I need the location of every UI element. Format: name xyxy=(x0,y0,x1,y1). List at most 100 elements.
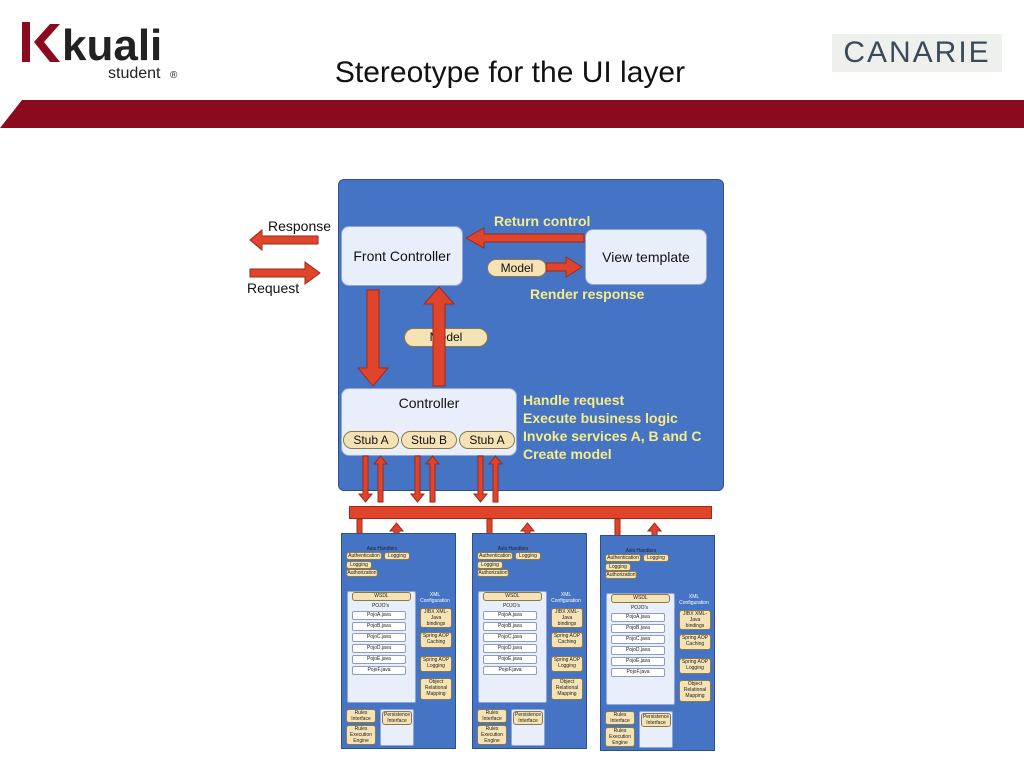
persistence-interface-tag: Persistence Interface xyxy=(641,713,671,727)
request-arrow xyxy=(249,261,321,285)
pojo-b: PojoB.java xyxy=(352,622,406,631)
xml-config-label: XML Configuration xyxy=(420,592,450,604)
logging-tag: Logging xyxy=(515,552,541,560)
persistence-box: Persistence Interface xyxy=(380,709,414,746)
wsdl-tag: WSDL xyxy=(611,594,670,603)
view-template-box: View template xyxy=(585,229,707,285)
pojos-label: POJO's xyxy=(371,603,390,609)
spring-caching-tag: Spring AOP Caching xyxy=(420,632,452,648)
note-invoke-services: Invoke services A, B and C xyxy=(523,428,702,444)
spring-caching-tag: Spring AOP Caching xyxy=(679,634,711,650)
pojo-e: PojoE.java xyxy=(483,655,537,664)
service-panel-a: Axis Handlers Authentication Logging Log… xyxy=(341,533,456,749)
pojo-a: PojoA.java xyxy=(483,611,537,620)
note-execute-logic: Execute business logic xyxy=(523,410,678,426)
logo-wordmark: kuali xyxy=(62,21,162,70)
axis-handlers-label: Axis Handlers xyxy=(366,546,398,552)
logo-subtitle: student xyxy=(108,65,161,82)
pojo-b: PojoB.java xyxy=(611,624,665,633)
model-return-arrow xyxy=(422,286,456,387)
pojo-c: PojoC.java xyxy=(352,633,406,642)
render-arrow xyxy=(545,256,583,278)
rules-interface-tag: Rules Interface xyxy=(477,709,507,723)
orm-tag: Object Relational Mapping xyxy=(679,680,711,702)
rules-engine-tag: Rules Execution Engine xyxy=(605,727,635,747)
persistence-box: Persistence Interface xyxy=(639,711,673,748)
header-band xyxy=(0,100,1024,128)
xml-config-label: XML Configuration xyxy=(679,594,709,606)
service-panel-c: Axis Handlers Authentication Logging Log… xyxy=(600,535,715,751)
note-handle-request: Handle request xyxy=(523,392,625,408)
pojo-f: PojoF.java xyxy=(483,666,537,675)
axis-handlers-label: Axis Handlers xyxy=(625,548,657,554)
stub-a-left: Stub A xyxy=(343,431,399,449)
persistence-box: Persistence Interface xyxy=(511,709,545,746)
orm-tag: Object Relational Mapping xyxy=(551,678,583,700)
model-pill-top: Model xyxy=(487,259,547,277)
logging-tag-2: Logging xyxy=(346,561,372,569)
pojos-label: POJO's xyxy=(630,605,649,611)
canarie-logo: CANARIE xyxy=(832,34,1002,72)
authentication-tag: Authentication xyxy=(346,552,382,560)
stub-a-right: Stub A xyxy=(459,431,515,449)
request-label: Request xyxy=(247,280,300,296)
return-control-label: Return control xyxy=(494,213,591,229)
persistence-interface-tag: Persistence Interface xyxy=(382,711,412,725)
jibx-tag: JIBX XML-Java bindings xyxy=(420,608,452,628)
spring-caching-tag: Spring AOP Caching xyxy=(551,632,583,648)
orm-tag: Object Relational Mapping xyxy=(420,678,452,700)
service-panel-b: Axis Handlers Authentication Logging Log… xyxy=(472,533,587,749)
pojo-e: PojoE.java xyxy=(611,657,665,666)
pojos-label: POJO's xyxy=(502,603,521,609)
spring-logging-tag: Spring AOP Logging xyxy=(420,656,452,672)
render-response-label: Render response xyxy=(530,286,645,302)
rules-interface-tag: Rules Interface xyxy=(346,709,376,723)
authorization-tag: Authorization xyxy=(346,569,378,577)
authorization-tag: Authorization xyxy=(605,571,637,579)
pojo-d: PojoD.java xyxy=(611,646,665,655)
jibx-tag: JIBX XML-Java bindings xyxy=(679,610,711,630)
pojo-d: PojoD.java xyxy=(483,644,537,653)
spring-logging-tag: Spring AOP Logging xyxy=(551,656,583,672)
persistence-interface-tag: Persistence Interface xyxy=(513,711,543,725)
axis-handlers-label: Axis Handlers xyxy=(497,546,529,552)
note-create-model: Create model xyxy=(523,446,612,462)
spring-logging-tag: Spring AOP Logging xyxy=(679,658,711,674)
rules-interface-tag: Rules Interface xyxy=(605,711,635,725)
jibx-tag: JIBX XML-Java bindings xyxy=(551,608,583,628)
authentication-tag: Authentication xyxy=(477,552,513,560)
pojo-a: PojoA.java xyxy=(611,613,665,622)
xml-config-label: XML Configuration xyxy=(551,592,581,604)
return-control-arrow xyxy=(464,227,585,249)
pojo-d: PojoD.java xyxy=(352,644,406,653)
authentication-tag: Authentication xyxy=(605,554,641,562)
wsdl-tag: WSDL xyxy=(483,592,542,601)
dispatch-arrow xyxy=(356,289,390,387)
response-label: Response xyxy=(268,218,332,234)
kuali-student-logo: kuali student ® xyxy=(22,21,178,82)
logo-registered-mark: ® xyxy=(170,70,178,81)
page-title: Stereotype for the UI layer xyxy=(334,56,686,89)
authorization-tag: Authorization xyxy=(477,569,509,577)
canarie-logo-text: CANARIE xyxy=(843,36,991,69)
pojo-b: PojoB.java xyxy=(483,622,537,631)
logging-tag: Logging xyxy=(643,554,669,562)
pojo-c: PojoC.java xyxy=(483,633,537,642)
pojo-c: PojoC.java xyxy=(611,635,665,644)
rules-engine-tag: Rules Execution Engine xyxy=(477,725,507,745)
response-arrow xyxy=(249,228,319,252)
pojo-e: PojoE.java xyxy=(352,655,406,664)
front-controller-box: Front Controller xyxy=(341,226,463,286)
rules-engine-tag: Rules Execution Engine xyxy=(346,725,376,745)
wsdl-tag: WSDL xyxy=(352,592,411,601)
pojo-f: PojoF.java xyxy=(352,666,406,675)
pojo-a: PojoA.java xyxy=(352,611,406,620)
controller-title: Controller xyxy=(398,395,460,411)
logging-tag-2: Logging xyxy=(605,563,631,571)
logging-tag-2: Logging xyxy=(477,561,503,569)
stub-bus-arrows xyxy=(357,455,504,503)
service-bus-bar xyxy=(349,506,712,519)
stub-b: Stub B xyxy=(401,431,457,449)
